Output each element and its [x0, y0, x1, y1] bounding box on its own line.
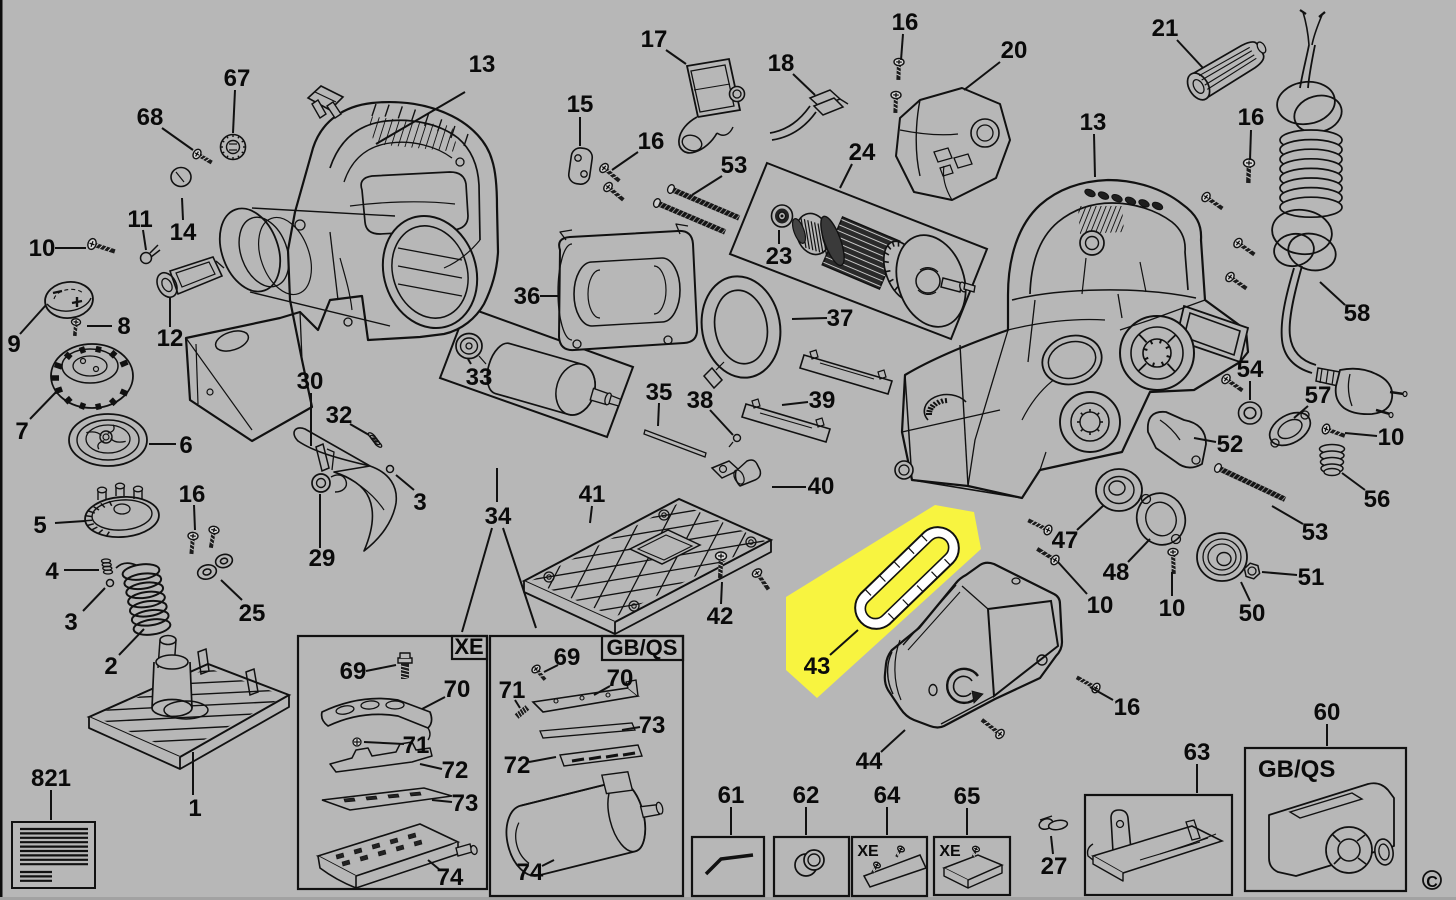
- svg-text:16: 16: [892, 9, 919, 36]
- svg-text:16: 16: [179, 481, 206, 508]
- svg-text:16: 16: [1114, 694, 1141, 721]
- svg-text:71: 71: [403, 732, 430, 759]
- svg-text:18: 18: [768, 50, 795, 77]
- svg-text:68: 68: [137, 104, 164, 131]
- svg-text:57: 57: [1305, 382, 1332, 409]
- svg-text:14: 14: [170, 219, 197, 246]
- svg-text:10: 10: [29, 235, 56, 262]
- svg-text:XE: XE: [857, 843, 879, 860]
- svg-text:47: 47: [1052, 527, 1079, 554]
- svg-text:9: 9: [7, 331, 20, 358]
- svg-text:71: 71: [499, 677, 526, 704]
- svg-text:15: 15: [567, 91, 594, 118]
- svg-text:58: 58: [1344, 300, 1371, 327]
- svg-text:74: 74: [517, 859, 544, 886]
- svg-text:69: 69: [554, 644, 581, 671]
- svg-text:44: 44: [856, 748, 883, 775]
- svg-text:74: 74: [437, 864, 464, 891]
- svg-text:67: 67: [224, 65, 251, 92]
- svg-text:33: 33: [466, 364, 493, 391]
- svg-text:48: 48: [1103, 559, 1130, 586]
- svg-text:C: C: [1426, 874, 1438, 891]
- svg-text:54: 54: [1237, 356, 1264, 383]
- svg-text:17: 17: [641, 26, 668, 53]
- svg-text:8: 8: [117, 313, 130, 340]
- svg-text:13: 13: [469, 51, 496, 78]
- svg-text:10: 10: [1087, 592, 1114, 619]
- svg-text:63: 63: [1184, 739, 1211, 766]
- svg-text:10: 10: [1159, 595, 1186, 622]
- svg-text:6: 6: [179, 432, 192, 459]
- svg-text:GB/QS: GB/QS: [607, 635, 678, 660]
- svg-text:12: 12: [157, 325, 184, 352]
- svg-text:3: 3: [413, 489, 426, 516]
- svg-text:24: 24: [849, 139, 876, 166]
- svg-text:35: 35: [646, 379, 673, 406]
- svg-text:53: 53: [721, 152, 748, 179]
- svg-text:70: 70: [607, 665, 634, 692]
- svg-text:36: 36: [514, 283, 541, 310]
- svg-text:41: 41: [579, 481, 606, 508]
- svg-text:60: 60: [1314, 699, 1341, 726]
- svg-text:23: 23: [766, 243, 793, 270]
- svg-text:53: 53: [1302, 519, 1329, 546]
- svg-text:62: 62: [793, 782, 820, 809]
- svg-text:27: 27: [1041, 853, 1068, 880]
- svg-text:38: 38: [687, 387, 714, 414]
- svg-text:XE: XE: [939, 843, 961, 860]
- svg-text:72: 72: [504, 752, 531, 779]
- svg-text:XE: XE: [454, 634, 483, 659]
- svg-text:42: 42: [707, 603, 734, 630]
- svg-text:51: 51: [1298, 564, 1325, 591]
- svg-text:56: 56: [1364, 486, 1391, 513]
- svg-text:2: 2: [104, 653, 117, 680]
- svg-text:3: 3: [64, 609, 77, 636]
- svg-text:52: 52: [1217, 431, 1244, 458]
- svg-text:1: 1: [188, 795, 201, 822]
- svg-text:37: 37: [827, 305, 854, 332]
- svg-text:21: 21: [1152, 15, 1179, 42]
- svg-text:65: 65: [954, 783, 981, 810]
- svg-text:11: 11: [127, 206, 152, 233]
- svg-text:821: 821: [31, 765, 71, 792]
- svg-text:34: 34: [485, 503, 512, 530]
- svg-text:32: 32: [326, 402, 353, 429]
- svg-text:10: 10: [1378, 424, 1405, 451]
- svg-text:29: 29: [309, 545, 336, 572]
- svg-text:5: 5: [33, 512, 46, 539]
- svg-text:64: 64: [874, 782, 901, 809]
- svg-text:69: 69: [340, 658, 367, 685]
- svg-text:25: 25: [239, 600, 266, 627]
- svg-text:16: 16: [1238, 104, 1265, 131]
- svg-text:39: 39: [809, 387, 836, 414]
- svg-text:72: 72: [442, 757, 469, 784]
- svg-text:30: 30: [297, 368, 324, 395]
- svg-text:40: 40: [808, 473, 835, 500]
- svg-text:43: 43: [804, 653, 831, 680]
- svg-text:7: 7: [15, 418, 28, 445]
- svg-text:16: 16: [638, 128, 665, 155]
- svg-text:73: 73: [639, 712, 666, 739]
- svg-text:70: 70: [444, 676, 471, 703]
- svg-text:13: 13: [1080, 109, 1107, 136]
- svg-text:73: 73: [452, 790, 479, 817]
- svg-text:GB/QS: GB/QS: [1258, 756, 1335, 783]
- svg-text:20: 20: [1001, 37, 1028, 64]
- svg-text:4: 4: [45, 558, 59, 585]
- svg-text:50: 50: [1239, 600, 1266, 627]
- svg-text:61: 61: [718, 782, 745, 809]
